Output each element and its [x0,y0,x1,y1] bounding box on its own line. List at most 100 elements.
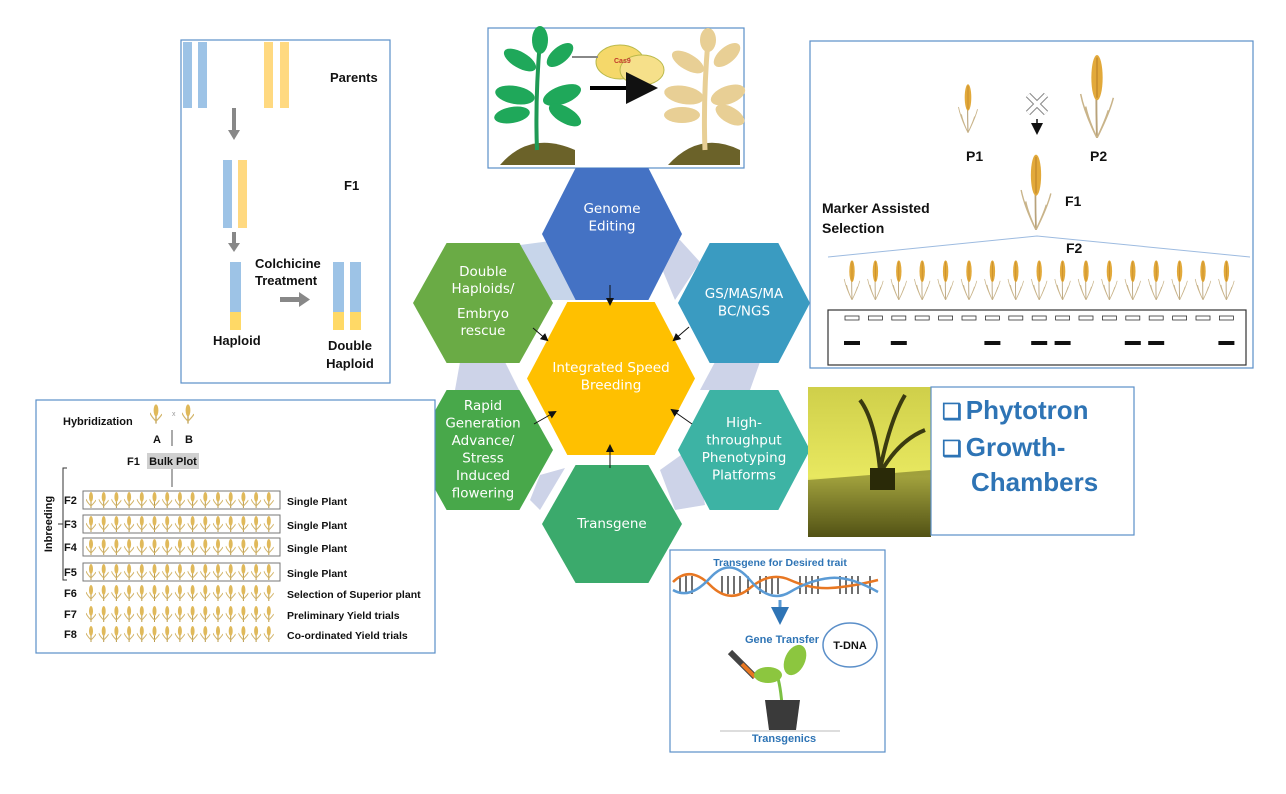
parent-a-label: A [153,434,161,446]
hex-shape [527,302,695,455]
single-plant-row-box [82,514,281,534]
hex-shape [542,168,682,300]
transgenics-label: Transgenics [752,733,816,745]
gel-well [1125,315,1141,321]
transgene-panel: Transgene for Desired trait Gene Transfe… [669,549,886,753]
tdna-circle [822,622,878,668]
f1-label: F1 [127,456,140,468]
generation-description: Selection of Superior plant [287,589,421,601]
pedigree-row-f4: F4 Single Plant [64,537,348,557]
gel-well [1055,315,1070,321]
single-plant-row-box [82,490,281,510]
edited-plant-icon [664,28,746,165]
generation-label: F6 [64,588,77,600]
cross-symbol: x [172,411,176,418]
pedigree-row-f5: F5 Single Plant [64,562,348,582]
gel-well [844,315,860,321]
tdna-label: T-DNA [833,640,867,652]
generation-label: F7 [64,609,77,621]
progeny-lines [827,235,1251,258]
gel-well [961,315,977,321]
generation-description: Single Plant [287,543,348,555]
gel-well [1172,315,1187,321]
gel-band [1031,341,1048,345]
hex-label: Transgene [576,516,646,532]
hybridization-label: Hybridization [63,416,133,428]
gel-well [938,315,953,321]
generation-description: Preliminary Yield trials [287,610,400,622]
right-arrow-icon [280,292,310,307]
gel-lanes [844,315,1235,345]
parent-b-label: B [185,434,193,446]
f1-label: F1 [344,178,359,193]
phytotron-panel: ❑Phytotron ❑Growth- Chambers [808,386,1135,537]
gel-well [914,315,930,321]
gel-band [844,341,860,345]
bulk-plot-label: Bulk Plot [149,456,197,468]
gel-band [1124,341,1141,345]
cross-icon [1025,92,1049,116]
generation-label: F8 [64,629,77,641]
f2-label: F2 [1066,240,1083,256]
double-haploid-chromosomes [333,262,361,330]
genome-editing-panel: Cas9 [487,26,746,169]
p1-label: P1 [966,148,983,164]
gel-band [1148,341,1165,345]
pedigree-row-f7: F7 Preliminary Yield trials [64,606,400,622]
potted-plant-icon [720,644,840,732]
hex-shape [542,465,682,583]
down-arrow-icon [228,232,240,252]
gel-band [1054,341,1071,345]
growth-chambers-item: ❑Growth- [942,432,1065,462]
hex-shape [678,390,810,510]
green-plant-icon [494,26,582,165]
gene-transfer-label: Gene Transfer [745,634,820,646]
hex-shape [413,390,553,510]
cas9-label: Cas9 [614,58,631,65]
pedigree-row-f6: F6 Selection of Superior plant [64,585,421,601]
gel-well [1008,315,1024,321]
generation-label: F3 [64,519,77,531]
gel-well [1148,315,1164,321]
generation-description: Single Plant [287,568,348,580]
p2-label: P2 [1090,148,1107,164]
dna-helix-icon [672,566,879,598]
gel-well [985,315,1000,321]
phytotron-item: ❑Phytotron [942,395,1089,425]
haploid-label: Haploid [213,333,261,348]
parent-chromosomes [183,42,289,108]
haploid-chromosome [230,262,241,330]
generation-description: Single Plant [287,496,348,508]
pedigree-row-f3: F3 Single Plant [64,514,348,534]
bulk-plot-box [147,453,199,469]
generation-label: F5 [64,567,77,579]
generation-label: F2 [64,495,77,507]
hex-transgene: Transgene [542,465,682,583]
gel-well [1031,315,1047,321]
syringe-icon [727,649,758,680]
gel-well [868,315,883,321]
gel-well [1078,315,1094,321]
growth-chambers-item-cont: Chambers [971,467,1098,497]
gel-well [891,315,907,321]
generation-label: F4 [64,542,78,554]
gel-well [1219,315,1234,321]
pedigree-breeding-panel: Hybridization x A B F1 Bulk Plot Inbreed… [35,399,436,654]
generation-description: Single Plant [287,520,348,532]
inbreeding-label: Inbreeding [43,496,55,552]
